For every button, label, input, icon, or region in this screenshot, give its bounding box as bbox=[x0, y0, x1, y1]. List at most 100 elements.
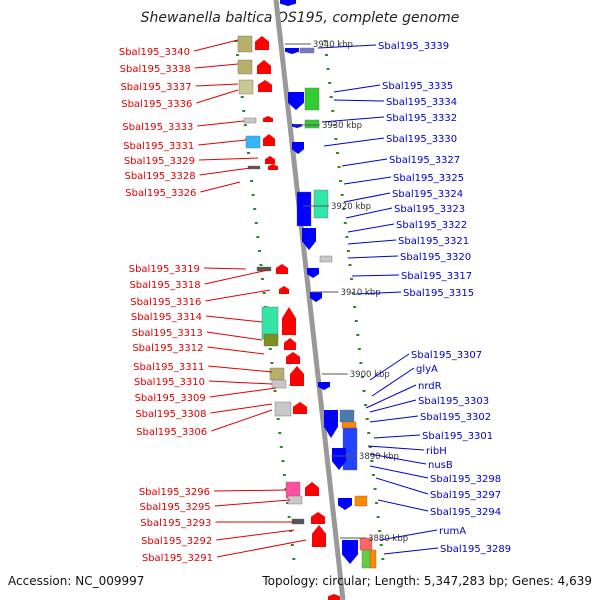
right-label-leader bbox=[351, 274, 400, 277]
right-label-leader bbox=[323, 137, 385, 147]
right-label-leader bbox=[347, 223, 395, 233]
left-label-leader bbox=[195, 83, 239, 87]
tick-dot-left bbox=[292, 558, 296, 560]
topology-label: Topology: circular; Length: 5,347,283 bp… bbox=[262, 574, 592, 588]
gene-block bbox=[238, 79, 254, 95]
tick-dot-left bbox=[261, 278, 265, 280]
left-gene-label: Sbal195_3336 bbox=[121, 99, 192, 110]
left-gene-label: Sbal195_3312 bbox=[132, 343, 203, 354]
right-gene-label: Sbal195_3307 bbox=[411, 350, 482, 361]
tick-dot-right bbox=[326, 68, 330, 70]
tick-dot-left bbox=[259, 264, 263, 266]
tick-dot-right bbox=[335, 152, 339, 154]
left-label-leader bbox=[208, 365, 273, 373]
gene-block bbox=[271, 379, 287, 389]
right-label-leader bbox=[365, 384, 417, 409]
gene-arrow bbox=[292, 142, 304, 154]
tick-dot-right bbox=[368, 446, 372, 448]
tick-dot-right bbox=[367, 432, 371, 434]
gene-block bbox=[296, 191, 312, 227]
left-gene-label: Sbal195_3331 bbox=[123, 141, 194, 152]
right-label-leader bbox=[383, 547, 439, 555]
right-label-leader bbox=[355, 291, 402, 295]
right-gene-label: Sbal195_3334 bbox=[386, 97, 457, 108]
left-label-leader bbox=[194, 63, 239, 69]
left-label-leader bbox=[200, 181, 241, 193]
left-gene-label: Sbal195_3313 bbox=[132, 328, 203, 339]
right-label-leader bbox=[367, 445, 425, 451]
tick-dot-left bbox=[290, 544, 294, 546]
tick-dot-right bbox=[343, 222, 347, 224]
gene-arrow bbox=[285, 48, 299, 54]
tick-dot-left bbox=[254, 222, 258, 224]
gene-block bbox=[243, 117, 257, 124]
gene-block bbox=[313, 189, 329, 219]
left-gene-label: Sbal195_3309 bbox=[135, 393, 206, 404]
coordinate-tick-label: 3900 kbp bbox=[350, 370, 390, 380]
gene-arrow bbox=[290, 366, 304, 386]
tick-dot-right bbox=[351, 292, 355, 294]
left-label-leader bbox=[203, 267, 247, 270]
gene-arrow bbox=[293, 402, 307, 414]
gene-block bbox=[304, 119, 320, 129]
tick-dot-left bbox=[270, 362, 274, 364]
left-gene-label: Sbal195_3319 bbox=[129, 264, 200, 275]
tick-dot-right bbox=[332, 124, 336, 126]
coordinate-tick-label: 3940 kbp bbox=[313, 40, 353, 50]
gene-block bbox=[263, 333, 279, 347]
tick-dot-right bbox=[379, 544, 383, 546]
genome-backbone bbox=[273, 0, 346, 600]
gene-arrow bbox=[332, 448, 346, 470]
tick-dot-left bbox=[273, 390, 277, 392]
tick-dot-left bbox=[279, 446, 283, 448]
right-label-leader bbox=[377, 499, 429, 512]
tick-dot-left bbox=[262, 292, 266, 294]
left-label-leader bbox=[197, 120, 245, 127]
tick-dot-right bbox=[342, 208, 346, 210]
tick-dot-left bbox=[246, 152, 250, 154]
right-gene-label: Sbal195_3322 bbox=[396, 220, 467, 231]
left-label-leader bbox=[208, 380, 273, 385]
right-gene-label: rumA bbox=[439, 526, 466, 537]
tick-dot-right bbox=[354, 320, 358, 322]
gene-arrow bbox=[310, 292, 322, 302]
gene-arrow bbox=[276, 264, 288, 274]
gene-arrow bbox=[286, 352, 300, 364]
left-gene-label: Sbal195_3308 bbox=[135, 409, 206, 420]
right-gene-label: Sbal195_3327 bbox=[389, 155, 460, 166]
left-gene-label: Sbal195_3306 bbox=[136, 427, 207, 438]
tick-dot-right bbox=[337, 166, 341, 168]
right-gene-label: Sbal195_3294 bbox=[430, 507, 501, 518]
gene-arrow bbox=[284, 338, 296, 350]
tick-dot-right bbox=[350, 278, 354, 280]
gene-arrow bbox=[257, 60, 271, 74]
map-title: Shewanella baltica OS195, complete genom… bbox=[140, 10, 460, 26]
tick-dot-right bbox=[373, 488, 377, 490]
tick-dot-left bbox=[287, 516, 291, 518]
right-label-leader bbox=[333, 99, 385, 102]
left-gene-label: Sbal195_3296 bbox=[139, 487, 210, 498]
tick-dot-right bbox=[346, 250, 350, 252]
right-gene-label: Sbal195_3323 bbox=[394, 204, 465, 215]
right-label-leader bbox=[343, 192, 391, 203]
right-gene-label: Sbal195_3315 bbox=[403, 288, 474, 299]
right-gene-label: Sbal195_3302 bbox=[420, 412, 491, 423]
tick-dot-right bbox=[371, 474, 375, 476]
left-gene-label: Sbal195_3291 bbox=[142, 553, 213, 564]
left-label-leader bbox=[196, 89, 239, 104]
right-label-leader bbox=[347, 239, 397, 245]
left-label-leader bbox=[213, 489, 287, 492]
left-gene-label: Sbal195_3293 bbox=[140, 518, 211, 529]
right-label-leader bbox=[345, 207, 393, 219]
left-gene-label: Sbal195_3326 bbox=[125, 188, 196, 199]
gene-arrow bbox=[265, 156, 275, 164]
tick-dot-right bbox=[345, 236, 349, 238]
gene-block bbox=[285, 481, 301, 499]
coordinate-tick-label: 3890 kbp bbox=[359, 452, 399, 462]
left-gene-label: Sbal195_3295 bbox=[140, 502, 211, 513]
gene-block bbox=[361, 549, 371, 569]
right-gene-label: Sbal195_3332 bbox=[386, 113, 457, 124]
right-gene-label: nusB bbox=[428, 460, 453, 471]
right-label-leader bbox=[317, 44, 377, 49]
right-label-leader bbox=[369, 415, 419, 423]
